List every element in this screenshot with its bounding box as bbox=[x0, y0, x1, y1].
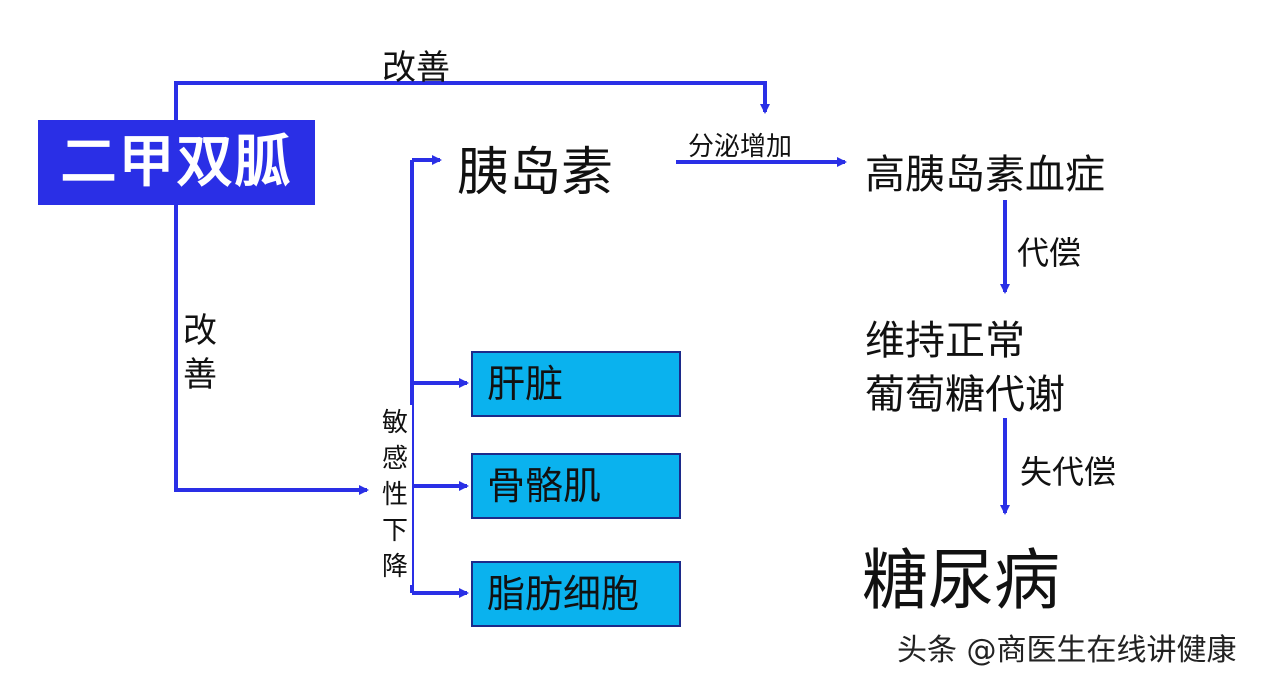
arrow-improve-left bbox=[174, 205, 369, 495]
improve-left-char-1: 改 bbox=[183, 311, 217, 351]
improve-left-char-2: 善 bbox=[183, 355, 217, 395]
sensitivity-char-3: 性 bbox=[382, 480, 409, 510]
sensitivity-char-4: 下 bbox=[382, 516, 409, 546]
liver-node: 肝脏 bbox=[471, 351, 681, 417]
hyperinsulinemia-node: 高胰岛素血症 bbox=[865, 152, 1105, 198]
maintain-glucose-line1: 维持正常 bbox=[865, 318, 1025, 364]
sensitivity-char-1: 敏 bbox=[382, 408, 409, 438]
sensitivity-char-5: 降 bbox=[382, 552, 409, 582]
secretion-increase-label: 分泌增加 bbox=[688, 132, 793, 162]
liver-label: 肝脏 bbox=[487, 362, 564, 406]
metformin-node: 二甲双胍 bbox=[38, 120, 315, 205]
fat-cell-node: 脂肪细胞 bbox=[471, 561, 681, 627]
sensitivity-char-2: 感 bbox=[382, 444, 409, 474]
sensitivity-decrease-label: 敏 感 性 下 降 bbox=[382, 405, 412, 585]
improve-top-label: 改善 bbox=[382, 48, 450, 88]
arrow-improve-top bbox=[174, 81, 770, 120]
diabetes-node: 糖尿病 bbox=[862, 542, 1060, 619]
watermark: 头条 @商医生在线讲健康 bbox=[897, 633, 1237, 668]
muscle-label: 骨骼肌 bbox=[487, 464, 602, 508]
maintain-glucose-line2: 葡萄糖代谢 bbox=[865, 372, 1065, 418]
insulin-node: 胰岛素 bbox=[457, 143, 614, 203]
fat-cell-label: 脂肪细胞 bbox=[487, 572, 640, 616]
muscle-node: 骨骼肌 bbox=[471, 453, 681, 519]
decompensation-label: 失代偿 bbox=[1020, 453, 1117, 491]
compensation-label: 代偿 bbox=[1017, 234, 1082, 272]
